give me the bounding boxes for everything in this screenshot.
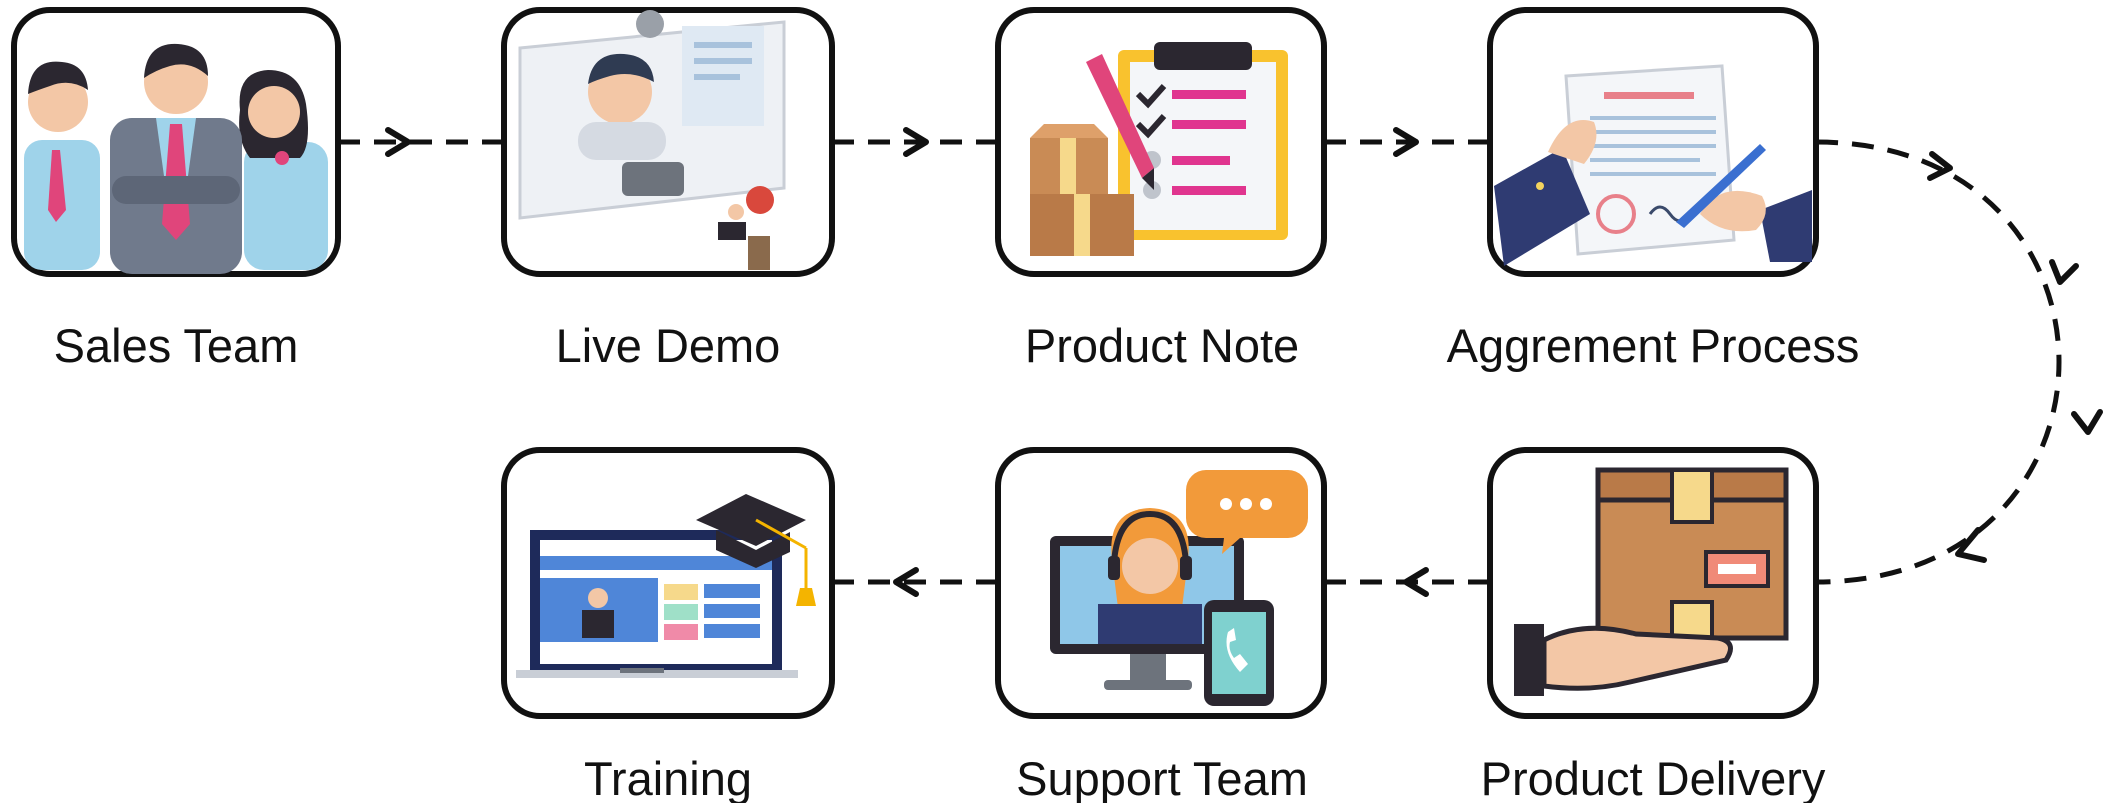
node-label: Live Demo: [556, 319, 781, 372]
node-live-demo: Live Demo: [501, 7, 835, 372]
connector-agreement-to-delivery: [1815, 139, 2062, 585]
online-training-graduation-icon: [516, 494, 816, 678]
sales-team-icon: [24, 43, 328, 274]
arrowhead-curve-3: [2071, 409, 2103, 435]
node-sales-team: Sales Team: [11, 7, 341, 372]
arrowhead-curve-1: [1927, 151, 1953, 181]
node-label: Sales Team: [54, 319, 299, 372]
arrowhead-curve-2: [2049, 259, 2079, 285]
node-label: Product Delivery: [1481, 752, 1826, 803]
arrowhead-curve-4: [1955, 527, 1987, 563]
node-agreement-process: Aggrement Process: [1447, 7, 1860, 372]
arrowhead-note-to-agreement: [1393, 127, 1419, 157]
node-product-note: Product Note: [995, 7, 1327, 372]
package-in-hand-icon: [1514, 467, 1789, 696]
node-training: Training: [501, 447, 835, 803]
node-product-delivery: Product Delivery: [1481, 447, 1826, 803]
arrowhead-sales-to-demo: [385, 127, 411, 157]
node-label: Aggrement Process: [1447, 319, 1860, 372]
connectors: [338, 127, 2103, 597]
node-label: Product Note: [1025, 319, 1299, 372]
node-label: Training: [584, 752, 752, 803]
arrowhead-demo-to-note: [903, 127, 929, 157]
contract-signing-icon: [1494, 64, 1812, 266]
arrowhead-support-to-training: [893, 567, 919, 597]
node-support-team: Support Team: [995, 447, 1327, 803]
clipboard-checklist-icon: [1030, 42, 1288, 256]
customer-support-headset-icon: [1050, 470, 1308, 706]
node-label: Support Team: [1016, 752, 1308, 803]
arrowhead-delivery-to-support: [1403, 567, 1429, 597]
video-presentation-icon: [518, 10, 786, 270]
